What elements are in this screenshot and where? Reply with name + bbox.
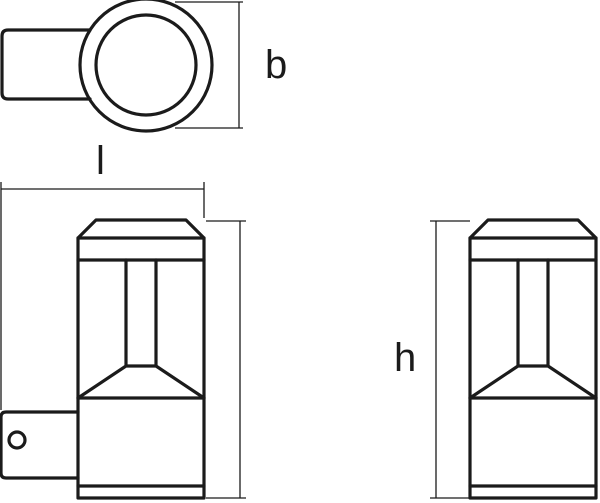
- top-view-drive-tang: [0, 28, 92, 101]
- tang-pin-hole: [7, 430, 27, 450]
- side-view-socket: [468, 218, 598, 500]
- top-view: [0, 0, 214, 133]
- side-view-height-reference: [206, 220, 246, 499]
- dimension-h-label: h: [394, 336, 416, 380]
- dimension-b-label: b: [265, 43, 287, 87]
- side-view-drive-tang: [0, 410, 80, 480]
- top-view-inner-circle: [94, 13, 198, 117]
- dimension-b: b: [175, 1, 287, 129]
- dimension-h: h: [394, 220, 470, 499]
- dimension-l: l: [0, 139, 205, 410]
- top-view-outer-circle: [78, 0, 214, 133]
- side-view-socket-body: [76, 218, 206, 500]
- dimension-l-label: l: [96, 139, 105, 183]
- side-view-with-tang: [0, 218, 206, 500]
